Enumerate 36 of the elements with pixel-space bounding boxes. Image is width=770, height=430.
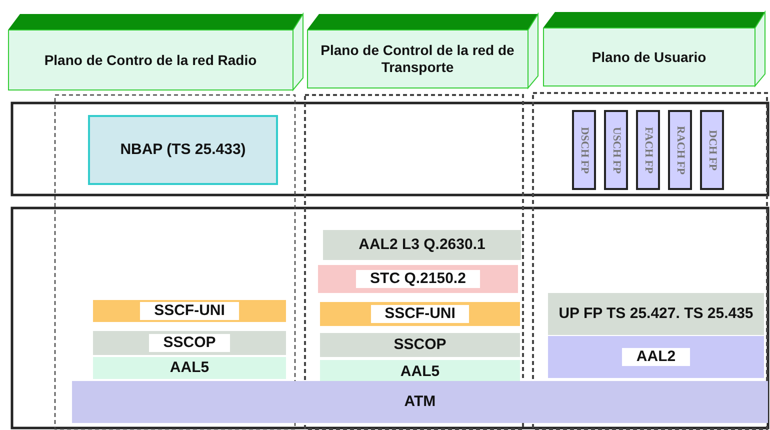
layer-label: AAL2 L3 Q.2630.1: [358, 236, 486, 254]
protocol-layer-box: [93, 357, 286, 379]
layer-label: DSCH FP: [578, 126, 591, 174]
protocol-layer-box: [700, 110, 724, 190]
protocol-layer-box: [323, 230, 521, 260]
protocol-layer-box: [548, 336, 764, 378]
layer-label: FACH FP: [642, 126, 655, 174]
protocol-layer-box: [88, 115, 278, 185]
protocol-layer-box: [318, 265, 518, 293]
protocol-layer-box: [636, 110, 660, 190]
layer-label: UP FP TS 25.427. TS 25.435: [558, 305, 754, 323]
layer-label: SSCF-UNI: [140, 302, 239, 320]
layer-label: AAL5: [400, 363, 440, 381]
layer-label: ATM: [404, 393, 436, 411]
layer-label: DCH FP: [706, 130, 719, 170]
protocol-layer-box: [572, 110, 596, 190]
protocol-layer-box: [320, 302, 520, 326]
protocol-layer-box: [604, 110, 628, 190]
layer-label: SSCF-UNI: [370, 305, 470, 323]
protocol-layer-box: [93, 331, 286, 355]
protocol-layer-box: [72, 381, 768, 423]
layer-label: NBAP (TS 25.433): [120, 141, 246, 159]
layer-label: AAL2: [622, 348, 690, 366]
layer-label: STC Q.2150.2: [356, 270, 480, 288]
protocol-layer-box: [93, 300, 286, 322]
layer-label: SSCOP: [149, 334, 230, 352]
layer-label: SSCOP: [394, 336, 446, 354]
layer-label: AAL5: [170, 359, 210, 377]
column-heading: Plano de Control de la red de Transporte: [320, 42, 516, 76]
column-heading: Plano de Usuario: [590, 48, 708, 66]
protocol-layer-box: [320, 333, 520, 357]
column-heading: Plano de Contro de la red Radio: [43, 52, 258, 68]
layer-label: USCH FP: [610, 126, 623, 174]
layer-label: RACH FP: [674, 126, 687, 174]
protocol-layer-box: [668, 110, 692, 190]
protocol-layer-box: [548, 293, 764, 335]
